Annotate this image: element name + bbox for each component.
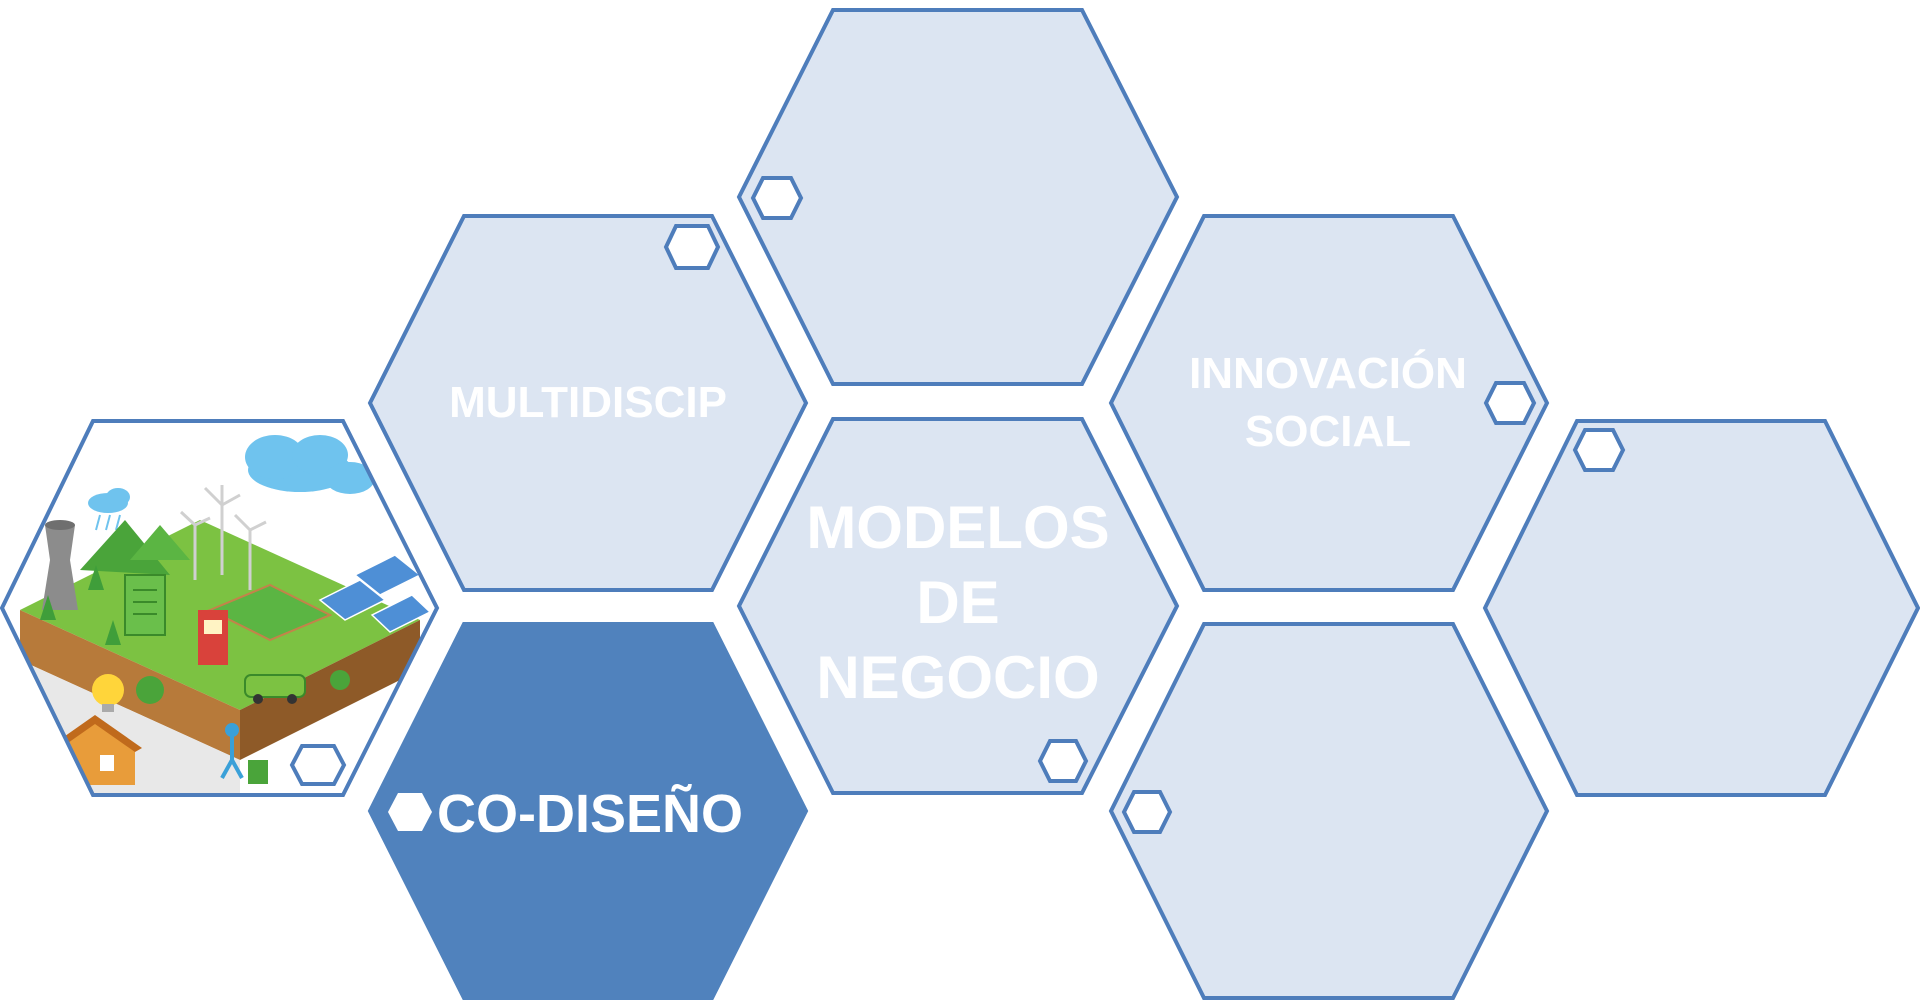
lightbulb-icon <box>92 674 124 712</box>
smart-city-illustration <box>2 421 437 795</box>
hexagon-badge-icon <box>750 176 804 220</box>
label-multidiscip: MULTIDISCIP <box>449 378 727 427</box>
label-innovacion-line1: INNOVACIÓN <box>1189 348 1467 398</box>
building-icon <box>124 574 166 636</box>
hexagon-badge-icon <box>1572 428 1626 472</box>
solar-panel-icon <box>318 554 432 633</box>
hexagon-badge-icon <box>289 744 347 786</box>
charging-station-icon <box>198 610 228 665</box>
hexagon-badge-icon <box>388 793 432 831</box>
hexagon-innovacion-social[interactable]: INNOVACIÓN SOCIAL <box>1108 214 1550 592</box>
label-modelos-line2: DE <box>916 569 999 636</box>
hexagon-badge-icon <box>1037 739 1089 783</box>
hexagon-top[interactable] <box>736 8 1180 386</box>
electric-car-icon <box>244 674 306 704</box>
illustration-hexagon <box>0 419 440 797</box>
label-modelos-line3: NEGOCIO <box>816 644 1099 711</box>
tree-icon <box>40 565 350 704</box>
rain-cloud-icon <box>88 488 130 531</box>
wind-turbine-icon <box>179 485 267 590</box>
person-icon <box>220 723 244 779</box>
hexagon-badge-icon <box>1483 381 1537 425</box>
hexagon-modelos-de-negocio[interactable]: MODELOS DE NEGOCIO <box>736 417 1180 795</box>
label-co-diseno: CO-DISEÑO <box>437 784 743 844</box>
label-innovacion-line2: SOCIAL <box>1245 407 1411 456</box>
hexagon-right[interactable] <box>1482 419 1920 797</box>
hexagon-multidiscip[interactable]: MULTIDISCIP <box>367 214 809 592</box>
hexagon-bottom[interactable] <box>1108 622 1550 1000</box>
cloud-icon <box>245 435 375 494</box>
hexagon-co-diseno[interactable]: CO-DISEÑO <box>367 622 809 1000</box>
recycle-bin-icon <box>248 760 268 784</box>
hexagon-badge-icon <box>1121 790 1173 834</box>
label-modelos-line1: MODELOS <box>806 494 1109 561</box>
cooling-tower-icon <box>42 520 78 610</box>
hexagon-badge-icon <box>663 224 721 270</box>
